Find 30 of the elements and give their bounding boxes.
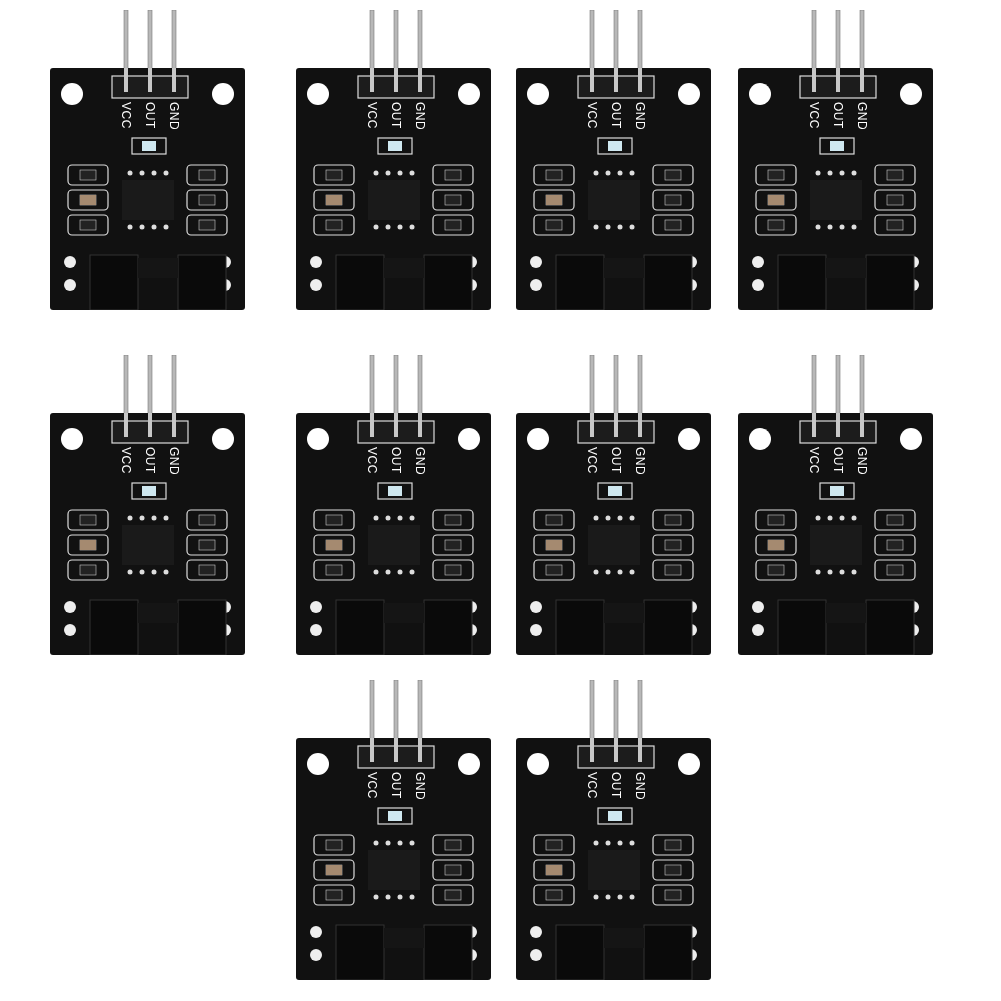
pin-label: OUT — [390, 447, 402, 474]
pin-label: GND — [414, 447, 426, 476]
pin-label: OUT — [144, 102, 156, 129]
pin-label: VCC — [808, 447, 820, 474]
pin-label: VCC — [586, 447, 598, 474]
pin-label: GND — [168, 447, 180, 476]
pin-label: VCC — [366, 772, 378, 799]
pin-label: GND — [414, 102, 426, 131]
pin-label: VCC — [808, 102, 820, 129]
pin-label: VCC — [366, 447, 378, 474]
pin-label: OUT — [832, 102, 844, 129]
pin-label: GND — [634, 447, 646, 476]
pin-label: VCC — [586, 102, 598, 129]
pin-label: VCC — [120, 447, 132, 474]
pin-label: OUT — [610, 772, 622, 799]
pin-label: OUT — [390, 102, 402, 129]
pin-label: OUT — [610, 102, 622, 129]
pin-label: VCC — [586, 772, 598, 799]
pin-label: OUT — [144, 447, 156, 474]
pin-label: OUT — [610, 447, 622, 474]
pin-label: GND — [168, 102, 180, 131]
pin-label: OUT — [832, 447, 844, 474]
pin-label: VCC — [120, 102, 132, 129]
pin-label: OUT — [390, 772, 402, 799]
pin-label: GND — [414, 772, 426, 801]
pin-label: VCC — [366, 102, 378, 129]
pin-label: GND — [856, 102, 868, 131]
pin-label: GND — [634, 772, 646, 801]
pin-label: GND — [634, 102, 646, 131]
pin-label: GND — [856, 447, 868, 476]
